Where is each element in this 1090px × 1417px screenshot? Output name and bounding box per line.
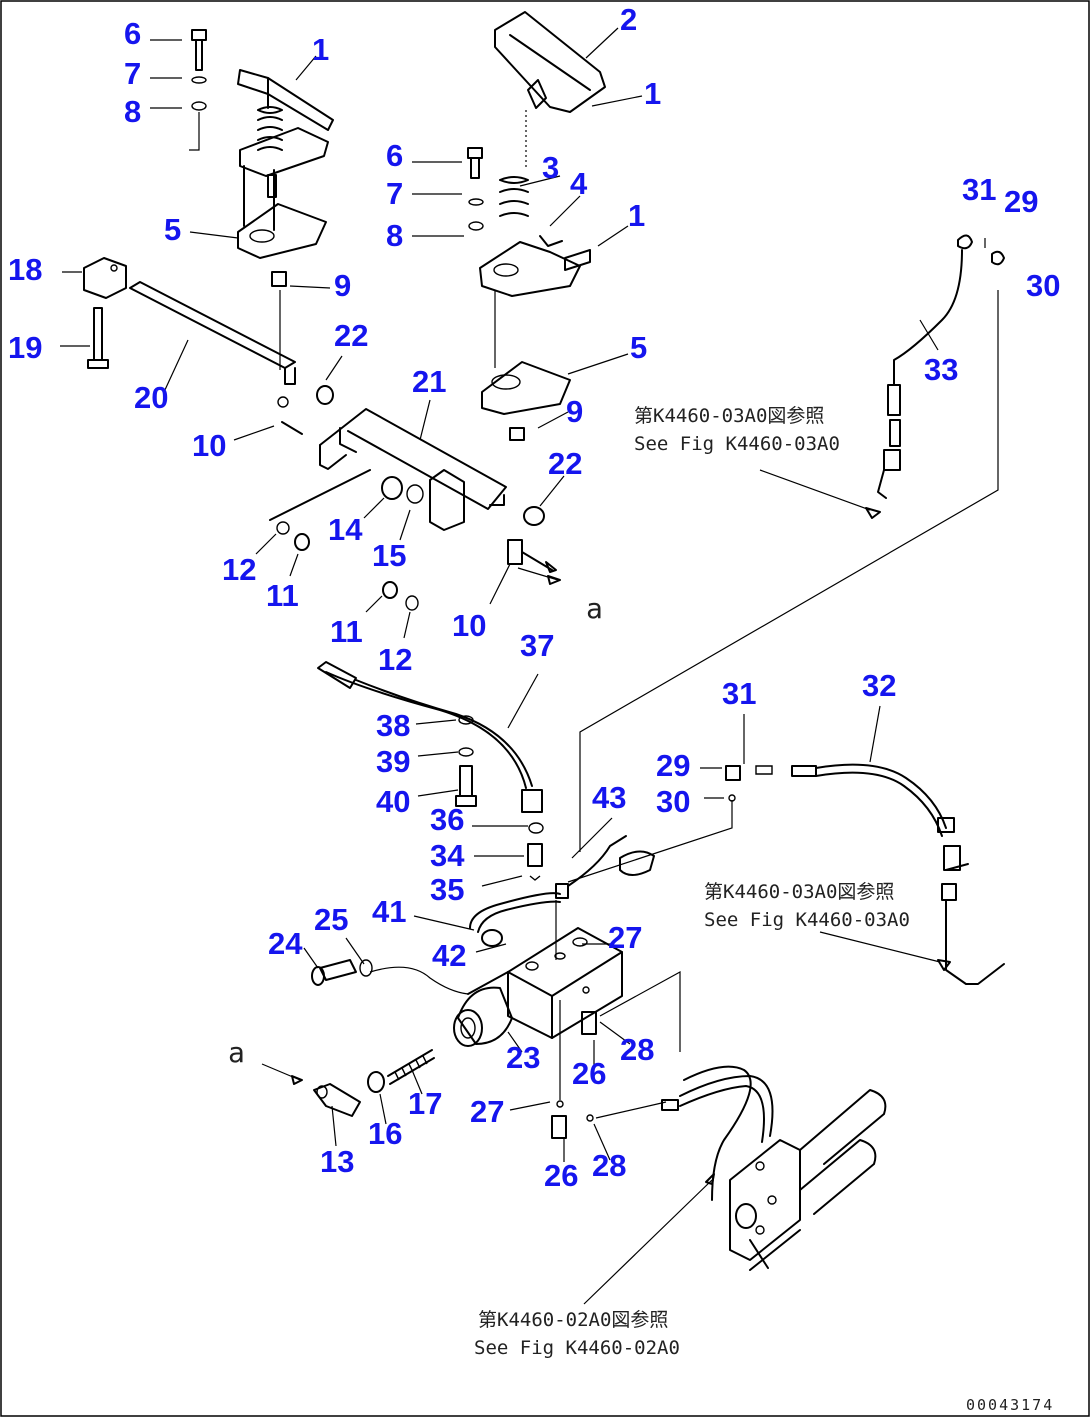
callout: 12 (222, 552, 256, 587)
valve-body-23 (311, 835, 681, 1139)
reference-en: See Fig K4460-03A0 (634, 433, 840, 455)
callout: 27 (608, 920, 642, 955)
callout: 9 (566, 394, 583, 429)
callout: 5 (630, 330, 647, 365)
callout: 12 (378, 642, 412, 677)
view-mark-a: a (586, 592, 603, 625)
right-pedal-assembly (467, 11, 606, 415)
callout: 3 (542, 150, 559, 185)
callout: 10 (192, 428, 226, 463)
callout: 6 (124, 16, 141, 51)
callout: 8 (124, 94, 141, 129)
reference-en: See Fig K4460-02A0 (474, 1337, 680, 1359)
left-pedal-assembly (189, 29, 334, 370)
drawing-number: 00043174 (966, 1396, 1054, 1414)
callout: 18 (8, 252, 42, 287)
callout: 20 (134, 380, 168, 415)
callout: 4 (570, 166, 588, 201)
callout: 33 (924, 352, 958, 387)
callout: 26 (572, 1056, 606, 1091)
callout: 29 (656, 748, 690, 783)
callout: 19 (8, 330, 42, 365)
callout: 32 (862, 668, 896, 703)
callout: 27 (470, 1094, 504, 1129)
callout: 29 (1004, 184, 1038, 219)
leader-lines (60, 27, 939, 1162)
callout: 15 (372, 538, 406, 573)
callout: 38 (376, 708, 410, 743)
callout: 7 (124, 56, 141, 91)
reference-jp: 第K4460-02A0図参照 (478, 1309, 668, 1331)
callout: 24 (268, 926, 303, 961)
hose-32 (567, 763, 1005, 985)
callout: 13 (320, 1144, 354, 1179)
hose-37 (317, 661, 544, 881)
callout: 30 (656, 784, 690, 819)
callout-labels: 6 7 8 1 2 1 6 3 7 4 8 1 5 31 29 18 9 30 … (8, 2, 1060, 1193)
callout: 30 (1026, 268, 1060, 303)
callout: 5 (164, 212, 181, 247)
reference-jp: 第K4460-03A0図参照 (704, 881, 894, 903)
callout: 1 (644, 76, 661, 111)
callout: 22 (334, 318, 368, 353)
callout: 7 (386, 176, 403, 211)
hose-assembly-upper-right (579, 234, 1005, 852)
callout: 10 (452, 608, 486, 643)
callout: 21 (412, 364, 446, 399)
callout: 43 (592, 780, 626, 815)
callout: 41 (372, 894, 406, 929)
callout: 26 (544, 1158, 578, 1193)
reference-en: See Fig K4460-03A0 (704, 909, 910, 931)
callout: 39 (376, 744, 410, 779)
lower-cylinder-unit (583, 1065, 887, 1305)
cross-references: 第K4460-03A0図参照 See Fig K4460-03A0 第K4460… (474, 405, 910, 1359)
callout: 28 (620, 1032, 654, 1067)
reference-jp: 第K4460-03A0図参照 (634, 405, 824, 427)
callout: 35 (430, 872, 464, 907)
callout: 28 (592, 1148, 626, 1183)
callout: 22 (548, 446, 582, 481)
callout: 11 (330, 614, 363, 649)
callout: 11 (266, 578, 299, 613)
callout: 1 (628, 198, 645, 233)
callout: 42 (432, 938, 466, 973)
callout: 17 (408, 1086, 442, 1121)
callout: 14 (328, 512, 363, 547)
callout: 31 (722, 676, 756, 711)
view-marks: a a (228, 592, 603, 1069)
callout: 36 (430, 802, 464, 837)
callout: 9 (334, 268, 351, 303)
callout: 16 (368, 1116, 402, 1151)
callout: 2 (620, 2, 637, 37)
callout: 23 (506, 1040, 540, 1075)
callout: 6 (386, 138, 403, 173)
callout: 8 (386, 218, 403, 253)
linkage-rod-assembly (83, 257, 557, 611)
callout: 34 (430, 838, 465, 873)
callout: 40 (376, 784, 410, 819)
callout: 1 (312, 32, 329, 67)
callout: 25 (314, 902, 348, 937)
view-mark-a: a (228, 1036, 245, 1069)
callout: 37 (520, 628, 554, 663)
callout: 31 (962, 172, 996, 207)
